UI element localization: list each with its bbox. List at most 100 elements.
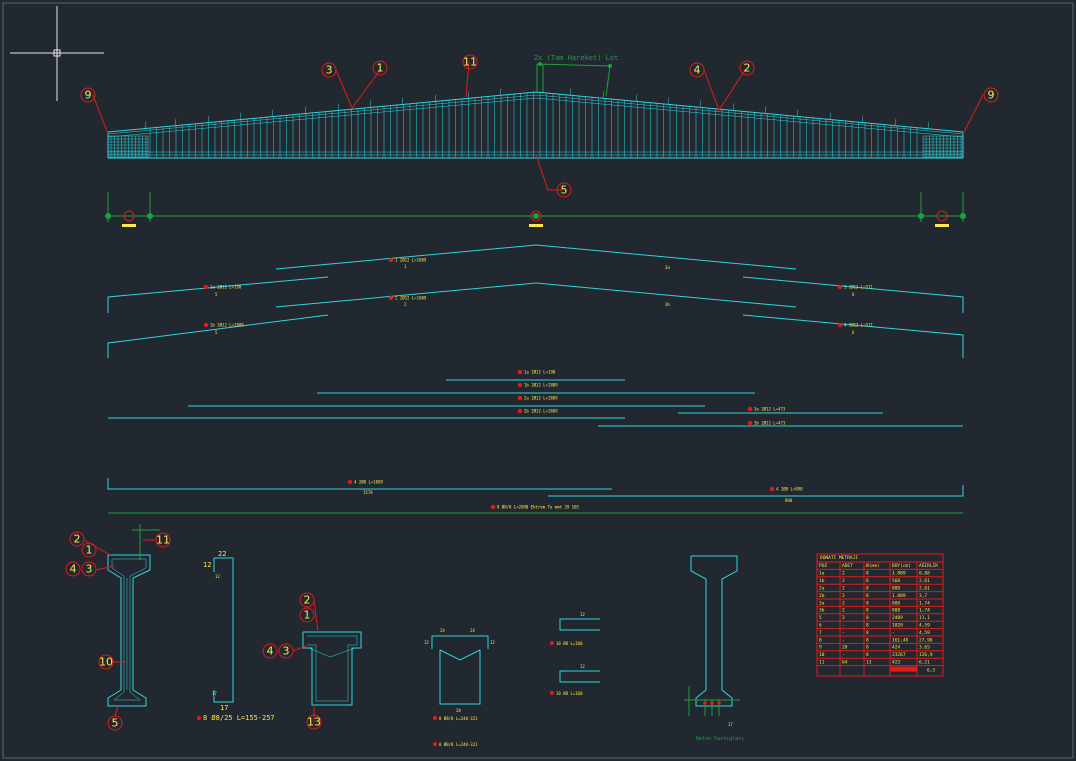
- svg-text:4: 4: [694, 64, 701, 77]
- rebar-tag: 1 2Ø12 L=1889: [395, 258, 427, 263]
- table-cell: -: [892, 631, 895, 636]
- section-end: 2 1 4 3 11 10 5: [65, 524, 171, 731]
- svg-text:11: 11: [156, 534, 170, 547]
- table-cell: 888: [892, 586, 900, 592]
- svg-text:10 Ø8 L=160: 10 Ø8 L=160: [556, 691, 583, 696]
- svg-text:8 Ø8/8 L=240-321: 8 Ø8/8 L=240-321: [439, 742, 478, 747]
- rebar-dim: 6: [852, 292, 855, 297]
- beam-elevation: 9 9 3 1 11 4 2 5 2x (Tam Hareket) Lot: [80, 54, 999, 198]
- callout-3-mid: 3: [278, 643, 294, 659]
- callout-11-sec: 11: [155, 532, 171, 548]
- svg-text:9: 9: [85, 89, 92, 102]
- svg-text:3: 3: [86, 563, 93, 576]
- svg-text:2: 2: [744, 62, 751, 75]
- table-header: Ø(mm): [866, 562, 880, 569]
- svg-text:3: 3: [326, 64, 333, 77]
- callout-13-mid: 13: [306, 714, 322, 730]
- table-cell: 2,61: [919, 578, 930, 584]
- table-cell: 2: [842, 578, 845, 584]
- table-cell: 11,1: [919, 615, 930, 621]
- callout-10-sec: 10: [98, 654, 114, 670]
- table-cell: 161,48: [892, 637, 909, 643]
- callout-2-sec: 2: [69, 531, 85, 547]
- table-cell: 10: [819, 652, 825, 658]
- callout-1: 1: [372, 60, 388, 76]
- svg-text:12: 12: [215, 574, 220, 579]
- svg-text:12: 12: [580, 664, 585, 669]
- table-cell: 4,59: [919, 623, 930, 629]
- svg-text:4: 4: [267, 645, 274, 658]
- table-cell: 3a: [819, 600, 825, 606]
- callout-3-sec: 3: [81, 561, 97, 577]
- rebar-dim: 5: [215, 330, 218, 335]
- rebar-dim: 3b: [665, 302, 670, 307]
- svg-text:12: 12: [490, 640, 495, 645]
- svg-text:1: 1: [377, 62, 384, 75]
- svg-text:2: 2: [304, 594, 311, 607]
- base-pedestal: 17 Beton Yastıgları: [684, 555, 744, 742]
- rebar-tag: 3a 2Ø12 L=473: [754, 407, 786, 412]
- callout-5: 5: [556, 182, 572, 198]
- rebar-tag: 1a 2Ø12 L=190: [210, 285, 242, 290]
- table-cell: 2: [842, 571, 845, 577]
- table-cell: 8: [866, 571, 869, 577]
- callout-5-sec: 5: [107, 715, 123, 731]
- callout-4: 4: [689, 62, 705, 78]
- svg-text:11: 11: [463, 56, 477, 69]
- table-cell: -: [842, 638, 845, 643]
- svg-text:2x (Tam Hareket) Lot: 2x (Tam Hareket) Lot: [534, 54, 618, 62]
- svg-text:10: 10: [99, 656, 113, 669]
- table-cell: 2: [842, 608, 845, 614]
- table-cell: 8: [866, 578, 869, 584]
- crosshair-cursor-icon: [10, 6, 104, 101]
- svg-text:8 Ø8/8 L=240-321: 8 Ø8/8 L=240-321: [439, 716, 478, 721]
- table-cell: 0,88: [919, 571, 930, 577]
- table-cell: 8: [866, 615, 869, 621]
- svg-text:5: 5: [112, 717, 119, 730]
- table-cell: 8: [866, 652, 869, 658]
- table-cell: 4,59: [919, 630, 930, 636]
- svg-text:Beton Yastıgları: Beton Yastıgları: [696, 736, 744, 742]
- table-cell: 1.889: [892, 593, 906, 599]
- callout-4-mid: 4: [262, 643, 278, 659]
- small-hooks: 12 12 10 Ø8 L=160 10 Ø8 L=160: [550, 612, 600, 696]
- table-cell: 2: [842, 593, 845, 599]
- table-cell: 2489: [892, 615, 903, 621]
- callout-11: 11: [462, 54, 478, 70]
- table-cell: 560: [892, 578, 900, 584]
- svg-text:8 Ø8/25 L=155-257: 8 Ø8/25 L=155-257: [203, 714, 275, 722]
- table-cell: 2: [842, 600, 845, 606]
- table-cell: 1820: [892, 623, 903, 629]
- table-cell: 8: [866, 600, 869, 606]
- table-cell: 888: [892, 600, 900, 606]
- table-cell: 3,65: [919, 645, 930, 651]
- svg-text:17: 17: [220, 704, 228, 712]
- table-header: AĞIRLIK: [919, 562, 938, 569]
- table-cell: 9: [819, 645, 822, 651]
- svg-text:10 Ø8 L=160: 10 Ø8 L=160: [556, 641, 583, 646]
- table-cell: 8: [866, 630, 869, 636]
- table-cell: 3,7: [919, 593, 927, 599]
- rebar-tag: 4 2Ø12 L=571: [844, 323, 873, 328]
- rebar-tag: 4 2Ø8 L=890: [776, 487, 803, 492]
- svg-text:24: 24: [440, 628, 445, 633]
- rebar-tag: 2 2Ø12 L=1889: [395, 296, 427, 301]
- table-cell: -: [842, 631, 845, 636]
- callout-9-left: 9: [80, 87, 96, 103]
- section-mid: 2 1 4 3 13: [262, 592, 362, 730]
- rebar-dim: 890: [785, 498, 793, 503]
- web-stirrup-shape: 22 12 12 17 17 8 Ø8/25 L=155-257: [197, 550, 275, 722]
- table-cell: 8: [866, 593, 869, 599]
- table-cell: 11: [819, 660, 825, 666]
- callout-2-mid: 2: [299, 592, 315, 608]
- table-cell: 2a: [819, 586, 825, 592]
- table-cell: 8: [866, 637, 869, 643]
- rebar-tag: 1a 2Ø12 L=190: [524, 370, 556, 375]
- svg-text:1: 1: [304, 609, 311, 622]
- table-cell: 6: [819, 623, 822, 629]
- svg-text:22: 22: [218, 550, 226, 558]
